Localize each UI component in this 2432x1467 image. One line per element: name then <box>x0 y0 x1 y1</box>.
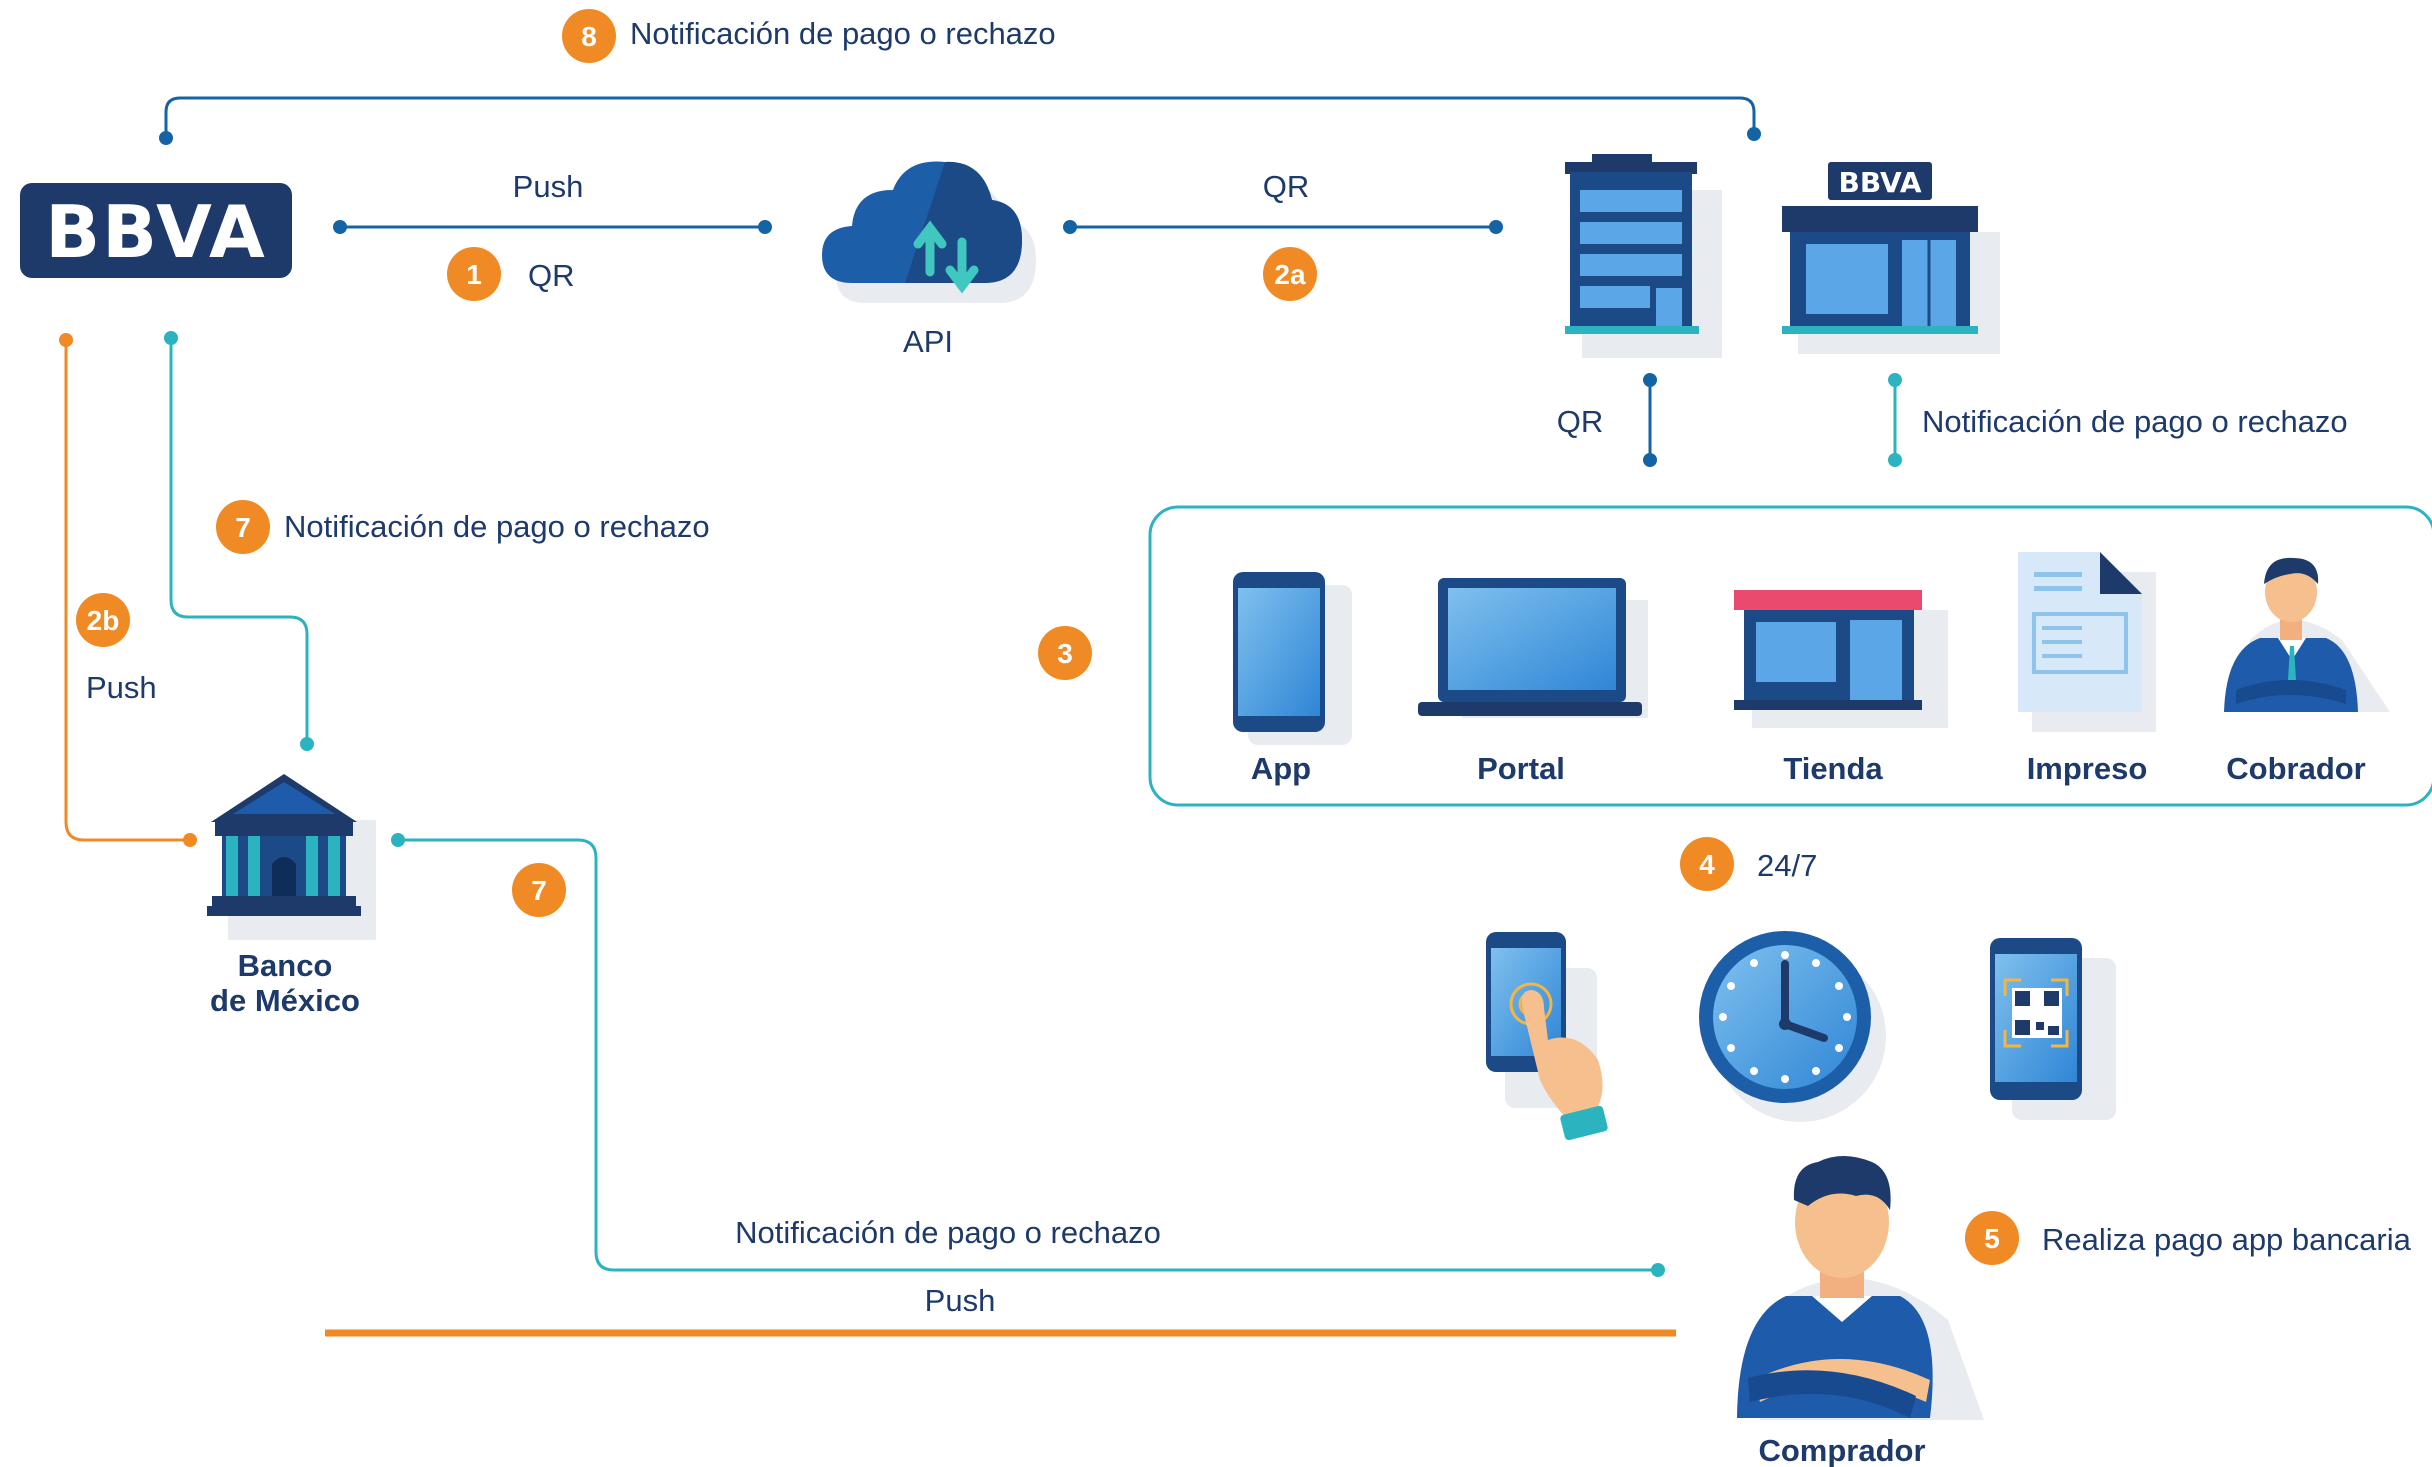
edge-label-bottom-notification: Notificación de pago o rechazo <box>735 1215 1161 1250</box>
step-1-badge <box>447 247 501 301</box>
step-5-number: 5 <box>1984 1223 2000 1254</box>
step-2a-number: 2a <box>1274 259 1306 290</box>
channel-label-impreso: Impreso <box>2027 751 2148 786</box>
office-building-icon <box>1565 154 1722 358</box>
step-5: 5 Realiza pago app bancaria <box>1965 1211 2412 1265</box>
step-4-number: 4 <box>1699 849 1715 880</box>
step-5-label: Realiza pago app bancaria <box>2042 1222 2412 1257</box>
edge-label-qr-down: QR <box>1557 404 1604 439</box>
channel-label-app: App <box>1251 751 1311 786</box>
edge-label-store-notification: Notificación de pago o rechazo <box>1922 404 2348 439</box>
step-3: 3 <box>1038 626 1092 680</box>
step-8-number: 8 <box>581 21 597 52</box>
store-logo-text: BBVA <box>1839 166 1922 199</box>
central-bank-building-icon <box>207 774 376 940</box>
step-1-number: 1 <box>466 259 482 290</box>
step-7-top-label: Notificación de pago o rechazo <box>284 509 710 544</box>
channel-label-cobrador: Cobrador <box>2226 751 2366 786</box>
step-2b-number: 2b <box>87 605 120 636</box>
banxico-label-line1: Banco <box>238 948 333 983</box>
step-7-top: 7 Notificación de pago o rechazo <box>216 500 710 554</box>
step-2a: 2a <box>1263 247 1317 301</box>
step-2b-badge <box>76 593 130 647</box>
push-line-2b <box>64 340 190 842</box>
notification-line-top <box>164 96 1756 138</box>
step-3-badge <box>1038 626 1092 680</box>
notification-line-7-top <box>169 338 309 744</box>
phone-qr-icon <box>1990 938 2116 1120</box>
clock-icon <box>1699 931 1886 1122</box>
connector-lines <box>64 96 1897 1337</box>
step-7-bottom: 7 <box>512 863 566 917</box>
step-7-bottom-badge <box>512 863 566 917</box>
step-2b-label: Push <box>86 670 157 705</box>
laptop-icon <box>1418 578 1648 718</box>
notification-line-7-bottom <box>398 838 1658 1272</box>
comprador-label: Comprador <box>1758 1433 1925 1467</box>
step-4-label: 24/7 <box>1757 848 1817 883</box>
api-label: API <box>903 324 953 359</box>
step-5-badge <box>1965 1211 2019 1265</box>
step-7-top-badge <box>216 500 270 554</box>
phone-icon <box>1233 572 1352 745</box>
edge-label-push-top: Push <box>513 169 584 204</box>
bbva-logo-text: BBVA <box>45 190 266 274</box>
buyer-person-icon <box>1737 1156 1984 1420</box>
step-1-label: QR <box>528 258 575 293</box>
step-1: 1 QR <box>447 247 575 301</box>
step-8-label: Notificación de pago o rechazo <box>630 16 1056 51</box>
edge-label-qr-top: QR <box>1263 169 1310 204</box>
banxico-label-line2: de México <box>210 983 360 1018</box>
step-8: 8 Notificación de pago o rechazo <box>562 9 1056 63</box>
bbva-logo: BBVA <box>20 183 292 278</box>
channel-label-portal: Portal <box>1477 751 1565 786</box>
edge-label-bottom-push: Push <box>925 1283 996 1318</box>
bbva-branch-store-icon: BBVA <box>1782 162 2000 354</box>
step-8-badge <box>562 9 616 63</box>
step-4: 4 24/7 <box>1680 837 1817 891</box>
phone-touch-icon <box>1486 932 1608 1141</box>
channel-label-tienda: Tienda <box>1783 751 1883 786</box>
store-icon <box>1734 590 1948 728</box>
channels-panel <box>1148 505 2432 807</box>
step-7-top-number: 7 <box>235 512 251 543</box>
step-2b: 2b Push <box>76 593 157 705</box>
connector-dots <box>59 127 1902 1277</box>
step-3-number: 3 <box>1057 638 1073 669</box>
step-4-badge <box>1680 837 1734 891</box>
printed-document-icon <box>2018 552 2156 732</box>
collector-person-icon <box>2224 557 2390 712</box>
api-cloud-icon <box>822 161 1036 303</box>
step-2a-badge <box>1263 247 1317 301</box>
step-7-bottom-number: 7 <box>531 875 547 906</box>
